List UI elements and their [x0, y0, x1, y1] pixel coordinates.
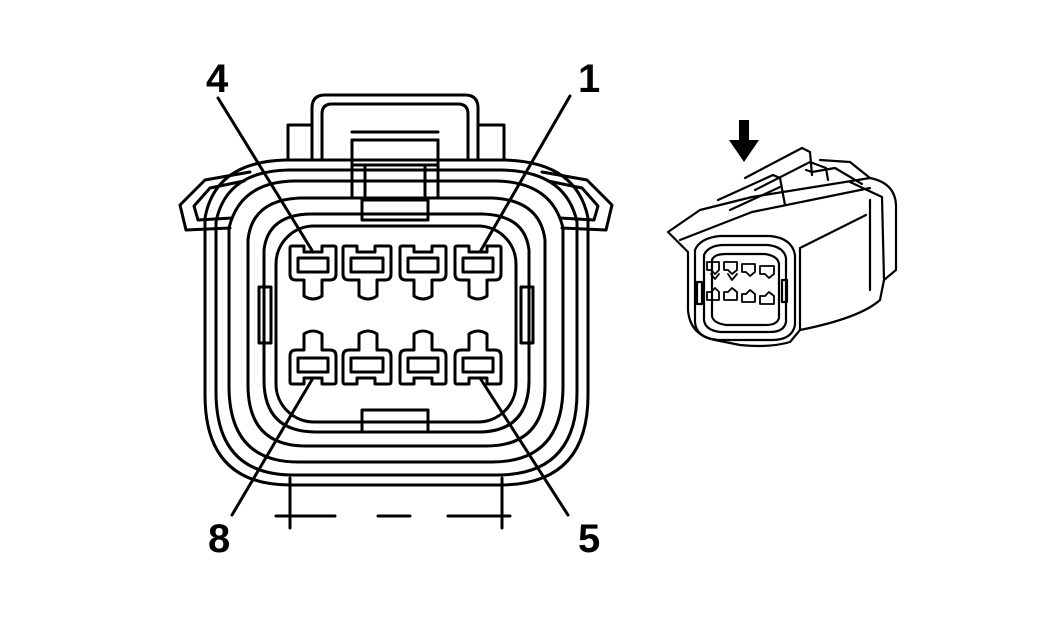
leader-line-5 [478, 376, 570, 517]
cavity-4 [288, 244, 338, 301]
cavity-3-inner [349, 256, 385, 274]
housing-base [274, 476, 512, 530]
cavity-2-inner [406, 256, 440, 274]
connector-housing [203, 158, 590, 487]
cavity-5-inner [461, 356, 495, 374]
right-mounting-ear [540, 170, 614, 232]
cavity-2 [398, 244, 448, 301]
leader-lines [216, 94, 572, 517]
3d-front-face [693, 234, 797, 342]
cavity-1 [453, 244, 503, 301]
bottom-key [360, 408, 430, 434]
3d-right-rib [780, 278, 789, 304]
cavity-6 [398, 329, 448, 386]
cavity-6-inner [406, 356, 440, 374]
arrow-down-icon [729, 120, 759, 162]
cavity-7 [341, 329, 393, 386]
cavity-5 [453, 329, 503, 386]
3d-left-rib [695, 280, 704, 306]
connector-3d-view [666, 120, 898, 348]
pin-label-8: 8 [208, 517, 230, 561]
pin-label-5: 5 [578, 517, 600, 561]
left-mounting-ear [178, 170, 252, 232]
cavity-7-inner [349, 356, 385, 374]
pin-label-4: 4 [206, 57, 229, 101]
top-row-cavities [288, 244, 503, 301]
3d-top-row-cavities [706, 261, 775, 281]
leader-line-4 [216, 96, 315, 254]
cavity-8 [288, 329, 338, 386]
latch-hood [286, 93, 506, 222]
left-rib [257, 285, 273, 345]
cavity-8-inner [296, 356, 330, 374]
3d-bottom-row-cavities [706, 287, 775, 305]
right-rib [519, 285, 535, 345]
cavity-3 [341, 244, 393, 301]
leader-line-1 [478, 94, 572, 254]
cavity-1-inner [461, 256, 495, 274]
leader-line-8 [230, 376, 315, 517]
connector-face-view [178, 93, 614, 530]
pin-label-1: 1 [578, 57, 600, 101]
bottom-row-cavities [288, 329, 503, 386]
cavity-4-inner [296, 256, 330, 274]
